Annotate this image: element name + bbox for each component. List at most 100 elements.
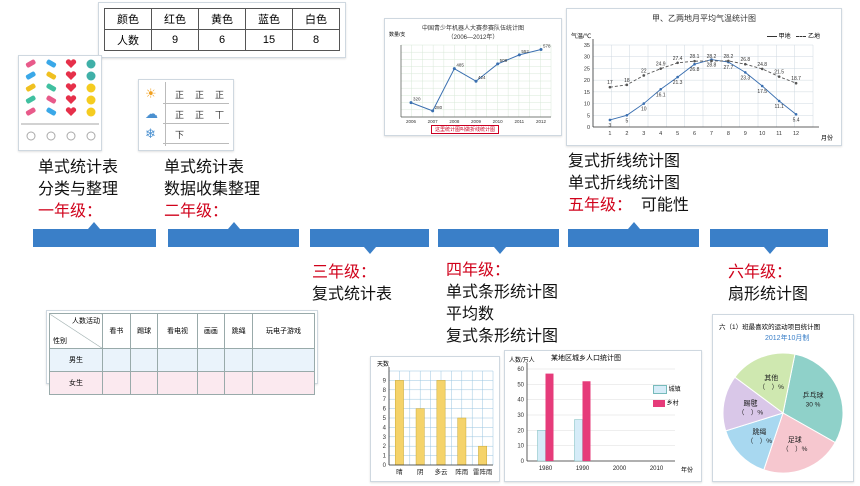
x-tick-label: 2010 (493, 119, 504, 124)
y-tick-label: 0 (521, 459, 525, 465)
activity-cell (252, 371, 315, 395)
capsule-shape (25, 95, 36, 104)
capsule-shape (25, 59, 36, 68)
timeline-segment-4 (438, 229, 559, 247)
activity-row-label: 女生 (49, 371, 103, 395)
grade2-line1: 单式统计表 (164, 159, 245, 176)
x-tick-label: 2000 (613, 466, 627, 472)
line-value-label: 485 (456, 63, 464, 68)
timeline-marker-1 (88, 222, 100, 229)
activity-cell (196, 348, 226, 372)
y-tick-label: 60 (517, 367, 524, 373)
line-value-label: 17.5 (757, 89, 767, 95)
grade3-line1: 复式统计表 (312, 286, 393, 303)
grade1-line2: 分类与整理 (38, 181, 119, 198)
line-point (659, 87, 662, 91)
grade4-labels: 四年级： 单式条形统计图 平均数 复式条形统计图 (446, 260, 558, 348)
outline-shape (66, 131, 76, 141)
timeline-segment-3 (310, 229, 429, 247)
line-value-label: 24.9 (656, 62, 666, 68)
line-point (727, 59, 730, 63)
y-tick-label: 50 (517, 382, 524, 388)
x-tick-label: 8 (727, 131, 730, 137)
grade4-line3: 复式条形统计图 (446, 328, 559, 345)
line-series-1 (609, 60, 797, 88)
bar (415, 408, 425, 466)
line-value-label: 21.5 (774, 70, 784, 76)
timeline-segment-1 (33, 229, 156, 247)
activity-header: 跳绳 (224, 313, 253, 349)
x-tick-label: 2008 (449, 119, 460, 124)
legend-yi: 乙地 (808, 34, 821, 40)
x-tick-label: 12 (793, 131, 799, 137)
line-point (474, 79, 478, 83)
circle-shape (86, 95, 96, 105)
grade5-line2: 单式折线统计图 (568, 175, 681, 192)
pie-slice-value: 30 % (806, 401, 821, 408)
tally-mark: 丅 (215, 110, 225, 120)
line-point (608, 118, 612, 122)
line-chart-2-legend: 甲地 乙地 (767, 31, 820, 40)
color-table-header: 红色 (151, 8, 199, 30)
timeline-marker-3 (364, 247, 376, 254)
y-tick-label: 0 (383, 463, 387, 469)
capsule-shape (25, 71, 36, 80)
grade4-line1: 单式条形统计图 (446, 284, 559, 301)
line-value-label: 27.7 (724, 65, 734, 71)
line-point (659, 67, 662, 70)
line-value-label: 16.1 (656, 92, 666, 98)
activity-cell (102, 348, 131, 372)
outline-shape (86, 131, 96, 141)
timeline-marker-5 (628, 222, 640, 229)
pie-chart-subtitle: 2012年10月制 (765, 335, 810, 342)
cloud-icon: ☁ (145, 106, 158, 121)
line-chart-1-caption: 这里统计图叫做折线统计图 (431, 125, 500, 134)
capsule-shape (46, 95, 57, 104)
timeline-segment-6 (710, 229, 828, 247)
y-tick-label: 4 (383, 425, 387, 431)
heart-shape (65, 95, 77, 104)
bar (478, 445, 488, 466)
color-table-header: 黄色 (198, 8, 246, 30)
circle-shape (86, 83, 96, 93)
line-value-label: 22 (641, 68, 647, 74)
timeline-marker-6 (764, 247, 776, 254)
line-point (794, 113, 798, 116)
bar (394, 380, 404, 466)
capsule-shape (46, 83, 57, 92)
activity-cell (157, 348, 198, 372)
line-point (608, 85, 612, 89)
activity-cell (129, 348, 159, 372)
tally-mark: 正 (175, 90, 185, 100)
y-tick-label: 3 (383, 435, 387, 441)
tally-mark: 正 (195, 110, 205, 120)
line-point (452, 67, 456, 71)
line-value-label: 28.8 (707, 63, 717, 69)
line-point (760, 84, 764, 88)
line-value-label: 28.2 (724, 54, 734, 60)
line-value-label: 424 (478, 75, 486, 80)
activity-header: 看电视 (157, 313, 198, 349)
color-table-cell: 8 (292, 29, 340, 51)
line-chart-2-ylabel: 气温/℃ (571, 34, 592, 40)
classification-picture (21, 59, 99, 141)
activity-cell (157, 371, 198, 395)
grade6-line1: 扇形统计图 (728, 286, 809, 303)
x-tick-label: 阴 (417, 467, 424, 476)
heart-shape (65, 71, 77, 80)
activity-row-label: 男生 (49, 348, 103, 372)
pie-slice (725, 412, 784, 471)
line-value-label: 508 (500, 58, 508, 63)
line-value-label: 17 (607, 80, 613, 86)
line-value-label: 28.1 (690, 54, 700, 60)
grade2-labels: 单式统计表 数据收集整理 二年级： (164, 157, 260, 223)
x-tick-label: 晴 (396, 467, 403, 476)
grade2-title: 二年级： (164, 203, 229, 220)
y-tick-label: 10 (517, 444, 524, 450)
x-tick-label: 4 (659, 131, 662, 137)
line-point (710, 59, 713, 63)
line-point (496, 62, 500, 66)
timeline-marker-2 (228, 222, 240, 229)
